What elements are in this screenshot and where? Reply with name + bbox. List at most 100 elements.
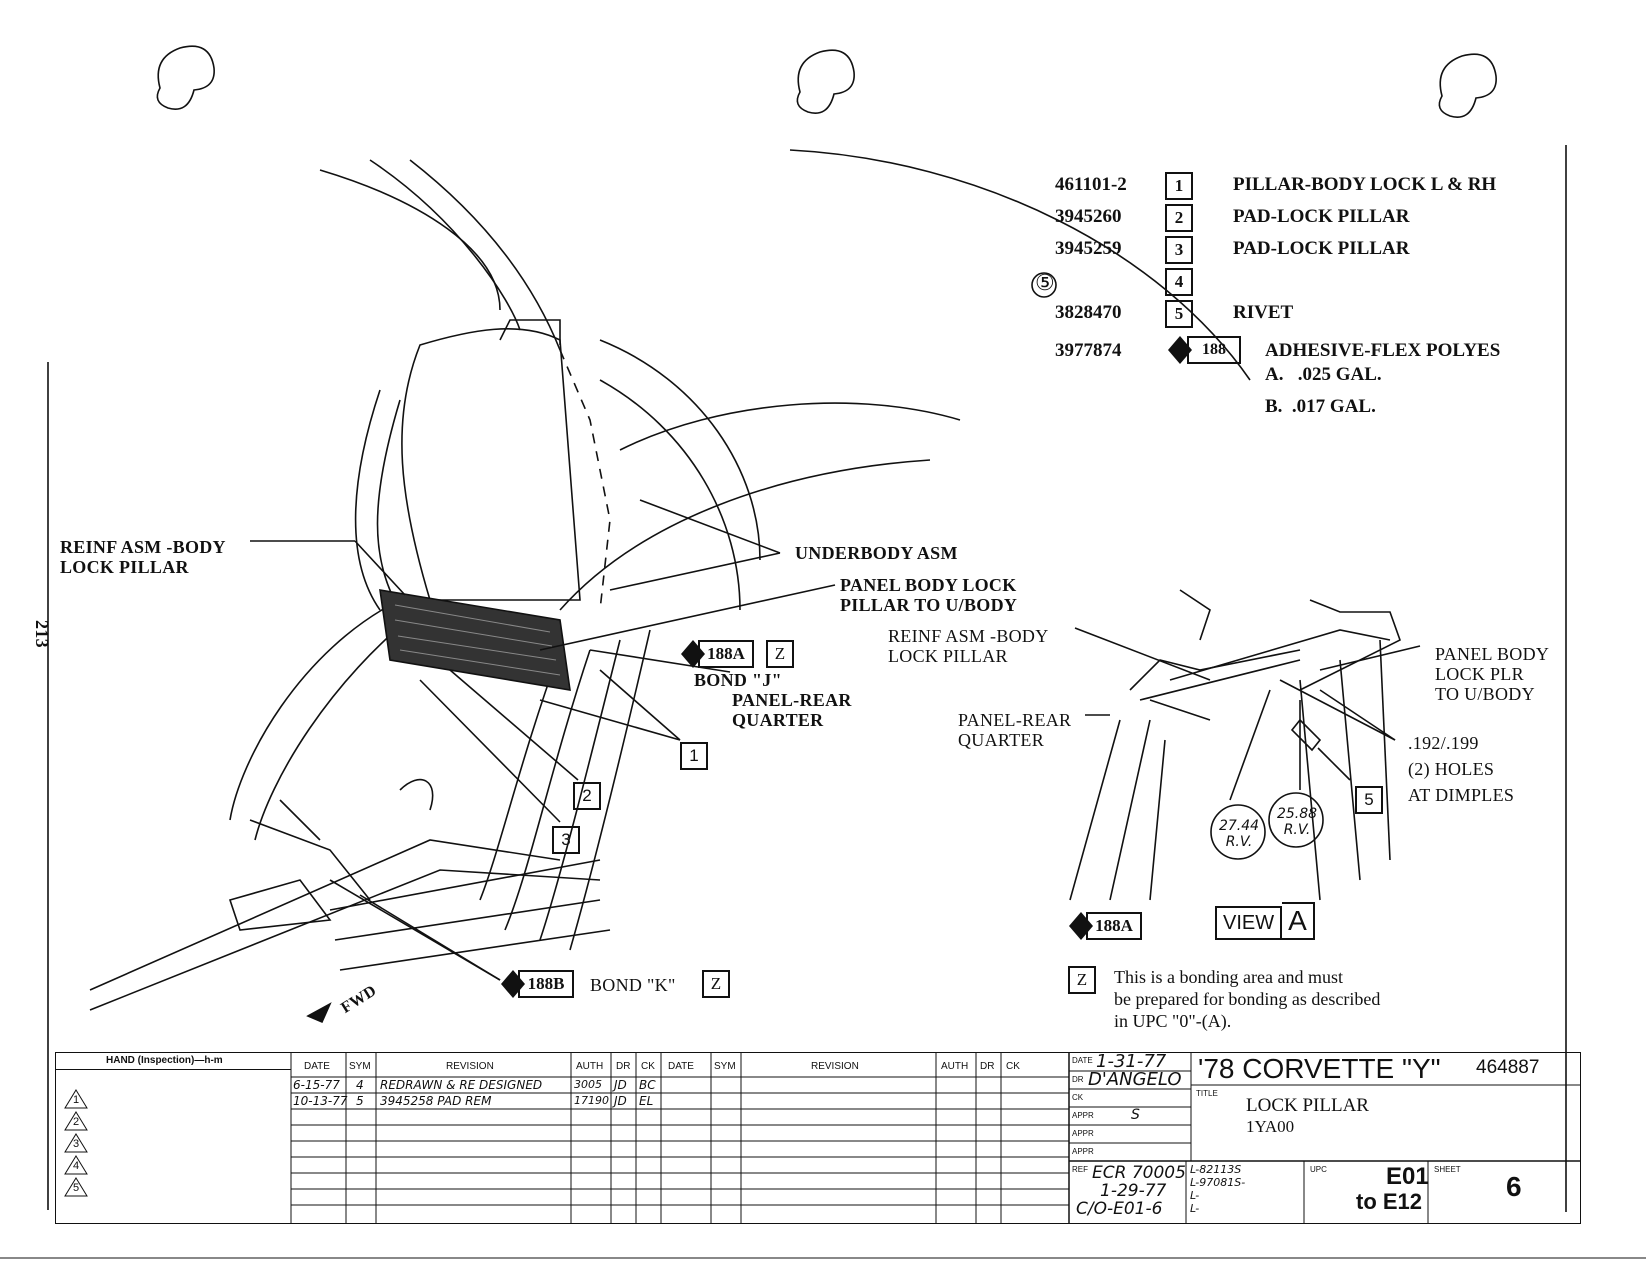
rev-date: 6-15-77 [293,1078,340,1092]
revision-grid [290,1053,1580,1223]
model-name: '78 CORVETTE "Y" [1198,1053,1441,1084]
note-key-box: Z [1068,966,1096,994]
rev-text: 3945258 PAD REM [380,1094,492,1108]
callout-bond-k: BOND "K" [590,975,676,995]
rv-label-1: 27.44 R.V. [1218,818,1260,850]
diamond-icon [1168,336,1192,364]
z-box: Z [702,970,730,998]
dr-value: D'ANGELO [1088,1069,1182,1090]
rev-text: REDRAWN & RE DESIGNED [380,1078,543,1092]
rev-auth: 17190 [574,1094,609,1107]
upc-label: UPC [1310,1165,1327,1174]
upc-to: to E12 [1356,1189,1423,1214]
l-line: L- [1190,1189,1200,1202]
col-sym: SYM [349,1061,371,1072]
note-text: This is a bonding area and must be prepa… [1114,967,1381,1031]
hand-inspection-label: HAND (Inspection)—h-m [106,1055,223,1066]
part-description: PAD-LOCK PILLAR [1233,206,1410,227]
hand-column [56,1069,291,1070]
rev-auth: 3005 [574,1078,602,1091]
tag-188a-view: 188A [1068,912,1148,940]
callout-reinf-asm-right: REINF ASM -BODY LOCK PILLAR [888,626,1049,666]
col-auth: AUTH [576,1061,604,1072]
drawing-code: 1YA00 [1246,1117,1295,1136]
col-dr: DR [616,1061,631,1072]
ref-line: C/O-E01-6 [1076,1199,1163,1219]
key-box-1: 1 [680,742,708,770]
col-sym-2: SYM [714,1061,736,1072]
part-key: 1 [1165,172,1193,200]
appr-label: APPR [1072,1147,1094,1156]
part-description: ADHESIVE-FLEX POLYES [1265,340,1501,361]
date-label: DATE [1072,1056,1093,1065]
callout-panel-rear-right: PANEL-REAR QUARTER [958,710,1072,750]
appr-value: S [1131,1107,1140,1123]
page-number: 213 [32,620,52,648]
adhesive-sub-b: B. .017 GAL. [1265,396,1376,417]
col-ck-2: CK [1006,1061,1020,1072]
triangle-icon: 5 [64,1177,88,1199]
tag-188a: 188A [680,640,760,668]
dr-label: DR [1072,1075,1084,1084]
adhesive-sub-a: A. .025 GAL. [1265,364,1382,385]
rev-ck: EL [639,1094,654,1108]
col-dr-2: DR [980,1061,995,1072]
rv-label-2: 25.88 R.V. [1276,806,1318,838]
appr-label: APPR [1072,1129,1094,1138]
sheet-label: SHEET [1434,1165,1461,1174]
view-word: VIEW [1215,906,1283,940]
part-key: 2 [1165,204,1193,232]
ck-label: CK [1072,1093,1084,1102]
part-number: 461101-2 [1055,174,1127,195]
sheet-number: 6 [1506,1171,1522,1202]
l-line: L-82113S [1190,1163,1242,1176]
col-ck: CK [641,1061,655,1072]
triangle-icon: 4 [64,1155,88,1177]
callout-underbody-asm: UNDERBODY ASM [795,543,958,563]
part-number: 3945260 [1055,206,1122,227]
rev-sym: 4 [356,1078,364,1092]
part-number: 3828470 [1055,302,1122,323]
part-description: PILLAR-BODY LOCK L & RH [1233,174,1497,195]
tag-188a-view-label: 188A [1086,912,1142,940]
col-revision: REVISION [446,1061,494,1072]
triangle-icon: 3 [64,1133,88,1155]
key-box-3: 3 [552,826,580,854]
rev-date: 10-13-77 [293,1094,348,1108]
appr-label: APPR [1072,1111,1094,1120]
part-number: ⑤ [1035,270,1055,295]
ref-line: 1-29-77 [1100,1181,1167,1201]
triangle-icon: 2 [64,1111,88,1133]
view-letter: A [1282,902,1315,940]
adhesive-tag: 188 [1167,336,1243,364]
key-box-2: 2 [573,782,601,810]
col-revision-2: REVISION [811,1061,859,1072]
ref-line: ECR 70005 [1092,1163,1186,1183]
key-box-5: 5 [1355,786,1383,814]
callout-panel-body-right: PANEL BODY LOCK PLR TO U/BODY [1435,644,1550,704]
part-key: 4 [1165,268,1193,296]
upc-from: E01 [1386,1163,1429,1190]
title-label: TITLE [1196,1089,1218,1098]
callout-panel-rear-left: PANEL-REAR QUARTER [732,690,852,730]
col-auth-2: AUTH [941,1061,969,1072]
z-box: Z [766,640,794,668]
rev-sym: 5 [356,1094,364,1108]
callout-panel-body-lock: PANEL BODY LOCK PILLAR TO U/BODY [840,575,1018,615]
drawing-title: LOCK PILLAR [1246,1095,1369,1116]
triangle-icon: 1 [64,1089,88,1111]
part-key: 3 [1165,236,1193,264]
l-line: L-97081S- [1190,1176,1246,1189]
part-description: PAD-LOCK PILLAR [1233,238,1410,259]
tag-188a-label: 188A [698,640,754,668]
title-block: HAND (Inspection)—h-m 1 2 3 4 5 [55,1051,1581,1224]
triangles: 1 2 3 4 5 [64,1089,88,1199]
callout-reinf-asm-left: REINF ASM -BODY LOCK PILLAR [60,537,226,577]
part-number: 3977874 [1055,340,1122,361]
rev-ck: BC [639,1078,656,1092]
date-value: 1-31-77 [1096,1051,1167,1072]
part-key: 5 [1165,300,1193,328]
part-description: RIVET [1233,302,1294,323]
